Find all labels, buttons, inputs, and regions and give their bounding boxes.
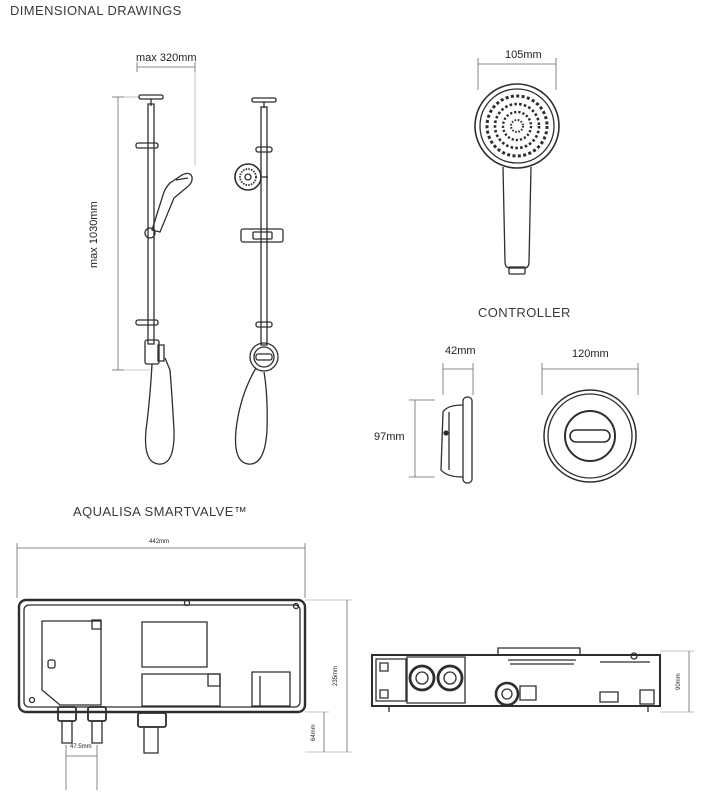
inlet-spacing-label: 47.5mm — [70, 744, 92, 750]
shower-rail-side-view — [112, 62, 195, 464]
handset-width-label: 105mm — [505, 49, 542, 61]
page-title: DIMENSIONAL DRAWINGS — [10, 3, 182, 18]
handset-detail — [475, 58, 559, 274]
controller-front-view — [542, 363, 638, 482]
controller-depth-label: 42mm — [445, 345, 476, 357]
valve-width-label: 442mm — [149, 539, 170, 545]
smartvalve-front-view — [17, 543, 352, 790]
controller-side-view — [409, 363, 473, 483]
smartvalve-side-view — [372, 648, 694, 712]
controller-heading: CONTROLLER — [478, 305, 571, 320]
smartvalve-heading: AQUALISA SMARTVALVE™ — [73, 504, 248, 519]
controller-diameter-label: 120mm — [572, 348, 609, 360]
controller-height-label: 97mm — [374, 431, 405, 443]
rail-width-label: max 320mm — [136, 52, 197, 64]
shower-rail-front-view — [235, 98, 283, 464]
